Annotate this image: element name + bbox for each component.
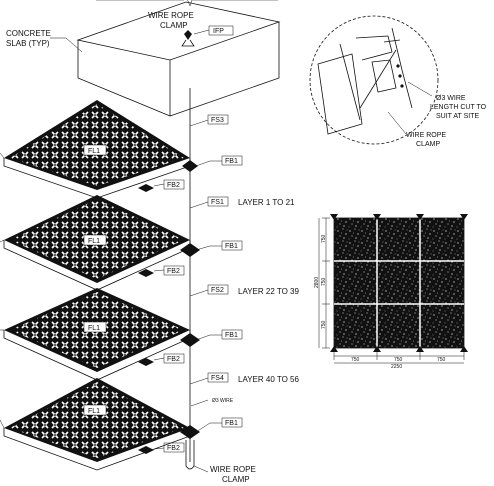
corner-marker-icon [330, 214, 468, 352]
svg-text:FS1: FS1 [211, 199, 224, 206]
tag-fb2-4: FB2 [153, 442, 185, 453]
grating-layer-4 [3, 378, 191, 471]
svg-text:FS2: FS2 [211, 287, 224, 294]
svg-text:FL1: FL1 [88, 238, 100, 245]
layer-label-2: LAYER 22 TO 39 [238, 287, 299, 296]
tag-fb1-2: FB1 [195, 240, 243, 251]
wire-rope-clamp-detail-label-1: WIRE ROPE [406, 132, 446, 139]
plan-view [318, 214, 468, 364]
svg-text:FB2: FB2 [167, 182, 180, 189]
tag-fl1-4: FL1 [83, 404, 107, 416]
tag-fl1-1: FL1 [83, 144, 107, 156]
tag-fs3: FS3 [189, 114, 229, 127]
wire-note-1: Ø3 WIRE [436, 95, 466, 102]
plan-dim-bottom-total: 2250 [391, 364, 402, 370]
svg-text:FL1: FL1 [88, 408, 100, 415]
wire-rope-clamp-detail-label-2: CLAMP [416, 141, 440, 148]
grating-layer-3 [3, 288, 191, 381]
layer-label-3: LAYER 40 TO 56 [238, 375, 299, 384]
tag-fb1-4: FB1 [195, 417, 243, 433]
wire-rope-clamp-bottom-label-2: CLAMP [222, 475, 250, 484]
tag-fb2-2: FB2 [153, 265, 185, 276]
tag-fb1-3: FB1 [195, 329, 243, 341]
tag-fb1-1: FB1 [195, 155, 243, 167]
bracket-icon [138, 184, 154, 454]
clamp-icon [181, 30, 195, 47]
wire-rope-clamp-top-label-1: WIRE ROPE [148, 11, 194, 20]
plan-dim-left-2: 750 [321, 277, 327, 286]
clamp-icon [180, 160, 200, 439]
svg-text:FL1: FL1 [88, 148, 100, 155]
concrete-slab-label-2: SLAB (TYP) [6, 39, 50, 48]
tag-fb2-3: FB2 [153, 353, 185, 364]
svg-text:FB2: FB2 [167, 445, 180, 452]
wire-note-3: SUIT AT SITE [436, 113, 480, 120]
plan-dim-bottom-2: 750 [394, 357, 403, 363]
wire-rope-clamp-top-label-2: CLAMP [160, 21, 188, 30]
svg-text:FS3: FS3 [211, 117, 224, 124]
svg-text:FB1: FB1 [225, 243, 238, 250]
plan-dim-bottom-1: 750 [351, 357, 360, 363]
svg-text:FS4: FS4 [211, 375, 224, 382]
plan-dim-bottom-3: 750 [437, 357, 446, 363]
plan-dim-left-1: 750 [321, 234, 327, 243]
svg-text:FB1: FB1 [225, 158, 238, 165]
tag-fs4: FS4 [189, 372, 229, 385]
plan-dim-left-total: 2800 [314, 277, 320, 288]
svg-text:FB2: FB2 [167, 268, 180, 275]
svg-text:FB1: FB1 [225, 332, 238, 339]
tag-fl1-2: FL1 [83, 234, 107, 246]
wire-note-2: LENGTH CUT TO [430, 104, 487, 111]
tag-fs1: FS1 [189, 196, 229, 209]
tag-fl1-3: FL1 [83, 321, 107, 333]
svg-text:FL1: FL1 [88, 325, 100, 332]
wire-rope-clamp-bottom-label-1: WIRE ROPE [210, 465, 256, 474]
tag-fb2-1: FB2 [153, 179, 185, 190]
tag-ifp: IFP [213, 28, 224, 35]
layer-label-1: LAYER 1 TO 21 [238, 198, 295, 207]
svg-text:FB1: FB1 [225, 420, 238, 427]
break-mark-icon [96, 0, 278, 7]
plan-dim-left-3: 750 [321, 320, 327, 329]
svg-text:FB2: FB2 [167, 356, 180, 363]
hook-icon [185, 440, 195, 470]
wire-small-label: Ø3 WIRE [212, 398, 234, 404]
concrete-slab [76, 0, 281, 117]
tag-fs2: FS2 [189, 284, 229, 297]
clamp-detail [309, 15, 439, 145]
concrete-slab-label-1: CONCRETE [6, 29, 51, 38]
